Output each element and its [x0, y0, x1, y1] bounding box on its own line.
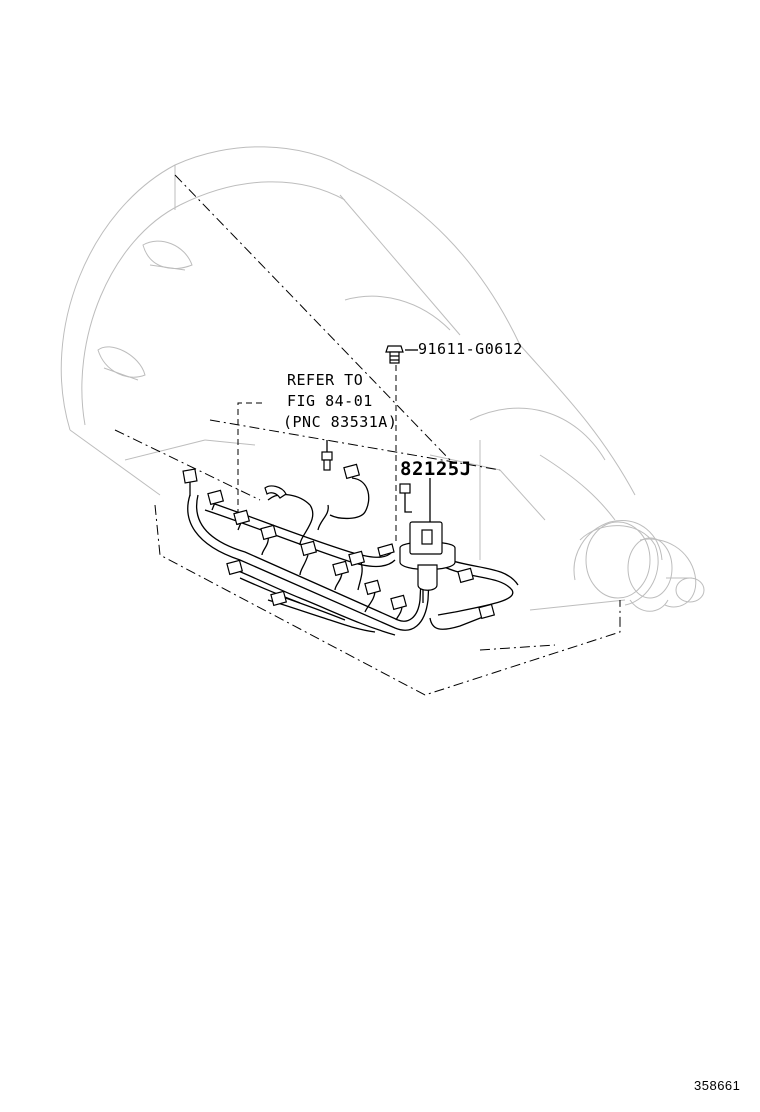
refer-to-label-line2: FIG 84-01: [287, 392, 373, 410]
leader-lines: [237, 349, 431, 545]
harness-connectors: [182, 440, 496, 620]
oil-pan-outline: [114, 174, 621, 696]
refer-to-label-line3: (PNC 83531A): [283, 413, 398, 431]
sensor-part-number-label: 82125J: [400, 458, 472, 480]
illustration-id: 358661: [694, 1078, 741, 1093]
flange-bolt-part: [385, 345, 404, 364]
refer-to-label-line1: REFER TO: [287, 371, 364, 389]
bolt-part-number-label: 91611-G0612: [418, 340, 523, 358]
transmission-housing-outline: [60, 146, 705, 612]
speed-sensor-part: [399, 521, 456, 603]
